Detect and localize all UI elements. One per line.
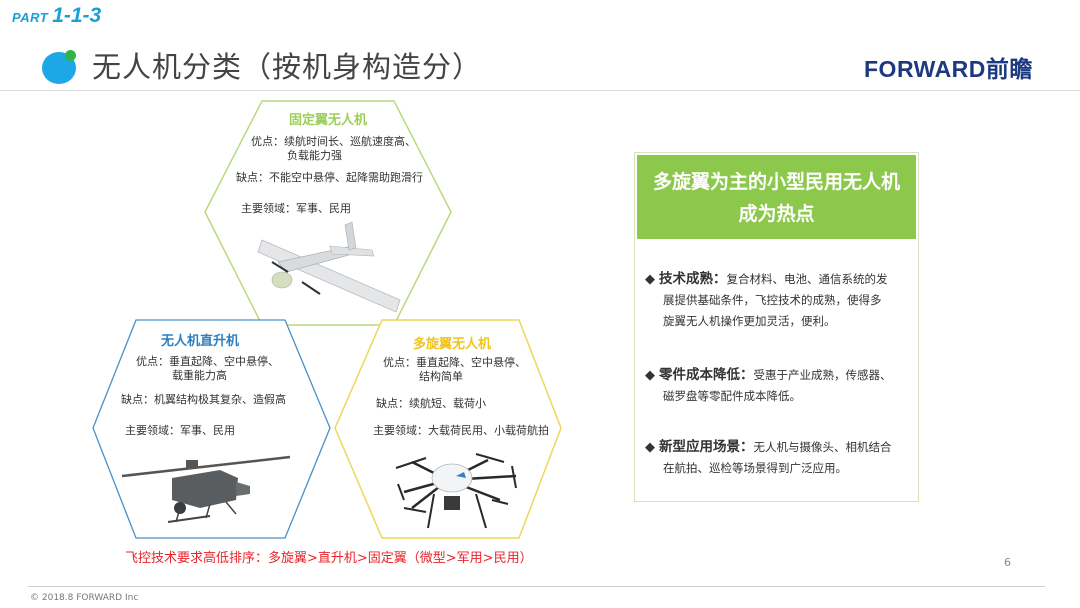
summary-box: 多旋翼为主的小型民用无人机 成为热点 ◆技术成熟：复合材料、电池、通信系统的发 … [634,152,919,502]
diamond-bullet-icon: ◆ [645,272,655,287]
helicopter-pros: 优点：垂直起降、空中悬停、 载重能力高 [136,355,279,382]
summary-item-new-scenarios: ◆新型应用场景：无人机与摄像头、相机结合 在航拍、巡检等场景得到广泛应用。 [645,439,892,475]
diamond-bullet-icon: ◆ [645,440,655,455]
part-word: PART [12,10,49,25]
multirotor-cons: 缺点：续航短、载荷小 [376,397,486,410]
flight-control-ranking-note: 飞控技术要求高低排序：多旋翼>直升机>固定翼（微型>军用>民用） [125,551,533,566]
helicopter-hexagon [92,319,331,539]
fixed-wing-fields: 主要领域：军事、民用 [241,202,351,215]
part-number: 1-1-3 [52,4,102,27]
title-bullet-icon [42,50,78,84]
page-title: 无人机分类（按机身构造分） [92,50,483,84]
multirotor-title: 多旋翼无人机 [413,337,492,352]
summary-item-cost-reduction: ◆零件成本降低：受惠于产业成熟，传感器、 磁罗盘等零配件成本降低。 [645,367,892,403]
helicopter-cons: 缺点：机翼结构极其复杂、造假高 [121,393,286,406]
pros-label: 优点： [251,135,284,148]
diamond-bullet-icon: ◆ [645,368,655,383]
helicopter-title: 无人机直升机 [161,334,240,349]
fixed-wing-title: 固定翼无人机 [289,113,368,128]
multirotor-hexagon [334,319,562,539]
brand-logo: FORWARD前瞻 [864,56,1033,82]
summary-header: 多旋翼为主的小型民用无人机 成为热点 [637,155,916,239]
summary-item-tech-maturity: ◆技术成熟：复合材料、电池、通信系统的发 展提供基础条件，飞控技术的成熟，使得多… [645,271,888,328]
copyright: © 2018.8 FORWARD Inc [30,593,139,603]
header-divider [0,90,1080,91]
helicopter-fields: 主要领域：军事、民用 [125,424,235,437]
multirotor-fields: 主要领域：大载荷民用、小载荷航拍 [373,424,549,437]
fixed-wing-cons: 缺点：不能空中悬停、起降需助跑滑行 [236,171,423,184]
fixed-wing-pros: 优点：续航时间长、巡航速度高、 负载能力强 [251,135,416,162]
multirotor-drone-image [395,453,517,529]
helicopter-drone-image [121,455,291,523]
fixed-wing-drone-image [257,221,401,313]
footer-divider [28,586,1045,587]
page-number: 6 [1004,556,1011,569]
multirotor-pros: 优点：垂直起降、空中悬停、 结构简单 [383,356,526,383]
